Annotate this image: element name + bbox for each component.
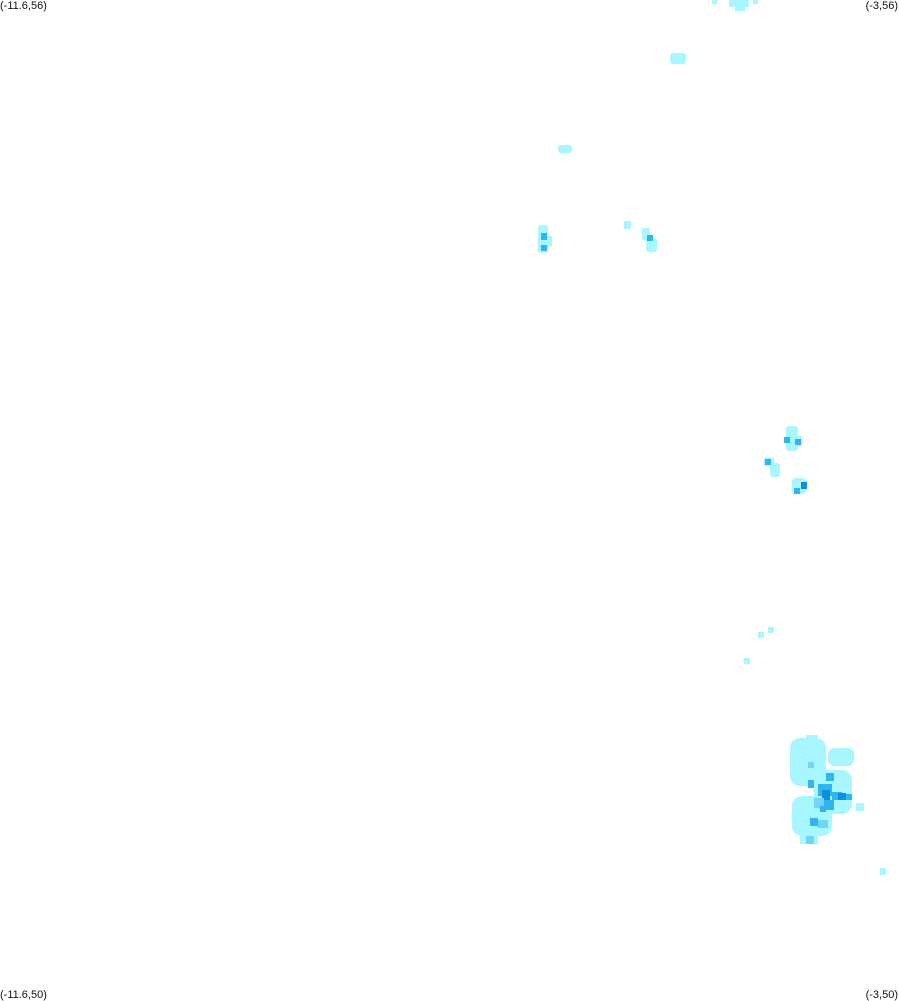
cell	[838, 793, 846, 800]
cluster-main	[790, 735, 864, 844]
cell	[744, 658, 750, 664]
cell	[806, 836, 814, 844]
cell	[828, 748, 854, 766]
cell	[753, 0, 758, 4]
cell	[824, 800, 834, 810]
corner-label-bottom-left: (-11.6,50)	[0, 989, 47, 1001]
cell	[810, 818, 818, 826]
cluster-a	[538, 221, 631, 253]
cell	[784, 437, 790, 443]
cell	[826, 773, 834, 781]
cell	[729, 0, 749, 7]
cell	[856, 803, 864, 811]
cell	[808, 762, 814, 768]
corner-label-bottom-right: (-3,50)	[865, 989, 898, 1001]
cell	[712, 0, 717, 4]
cell	[670, 53, 686, 64]
cell	[765, 459, 771, 465]
cell	[795, 439, 801, 445]
cell	[806, 735, 818, 743]
cell	[558, 145, 572, 153]
cluster-b	[642, 228, 657, 252]
cell	[541, 233, 547, 240]
cell	[758, 632, 764, 638]
cell	[735, 6, 745, 11]
cell	[647, 235, 653, 241]
cell	[541, 245, 547, 251]
cell	[794, 488, 800, 494]
cell	[624, 221, 631, 229]
cell	[801, 482, 807, 489]
cell	[880, 868, 886, 875]
cell	[818, 820, 828, 828]
corner-label-top-right: (-3,56)	[865, 0, 898, 12]
cell	[822, 790, 830, 800]
cell	[820, 806, 826, 812]
cluster-top	[712, 0, 758, 11]
cell	[646, 238, 657, 252]
cell	[814, 798, 824, 808]
cell	[832, 792, 842, 800]
cell	[846, 794, 852, 800]
corner-label-top-left: (-11.6,56)	[0, 0, 47, 12]
cell	[770, 463, 780, 477]
cell	[546, 236, 552, 246]
cell	[768, 627, 774, 633]
cluster-c	[764, 426, 807, 494]
cell	[808, 780, 814, 788]
